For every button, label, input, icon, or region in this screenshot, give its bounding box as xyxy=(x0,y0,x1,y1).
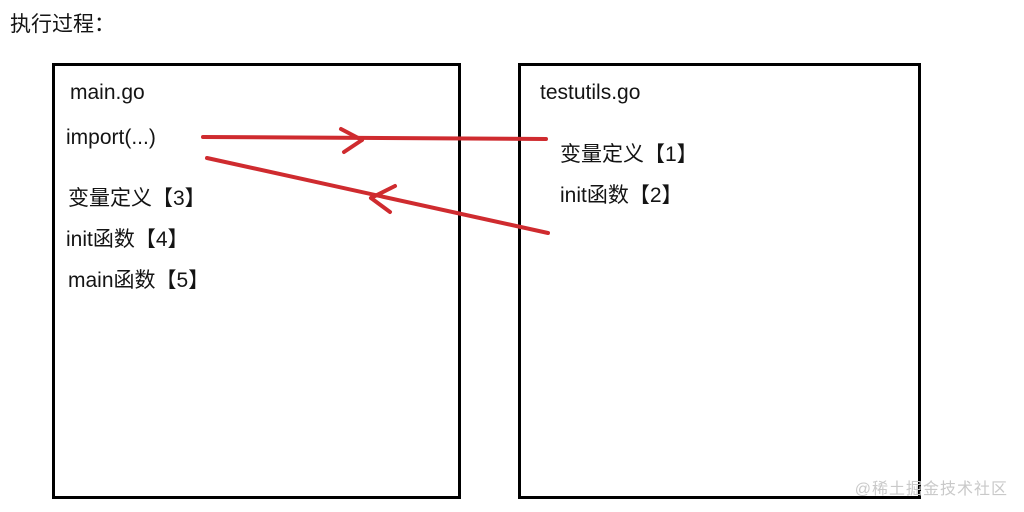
code-line-main-init-func: init函数【4】 xyxy=(66,228,189,251)
file-box-main-go xyxy=(52,63,461,499)
code-line-main-main-func: main函数【5】 xyxy=(68,269,210,292)
code-line-testutils-var-def: 变量定义【1】 xyxy=(560,143,698,166)
code-line-testutils-init-func: init函数【2】 xyxy=(560,184,683,207)
page-title: 执行过程： xyxy=(10,13,115,36)
file-title-main-go: main.go xyxy=(70,81,145,104)
code-line-main-import: import(...) xyxy=(66,126,156,149)
code-line-main-var-def: 变量定义【3】 xyxy=(68,187,206,210)
file-box-testutils-go xyxy=(518,63,921,499)
file-title-testutils-go: testutils.go xyxy=(540,81,641,104)
watermark: @稀土掘金技术社区 xyxy=(854,481,1008,498)
